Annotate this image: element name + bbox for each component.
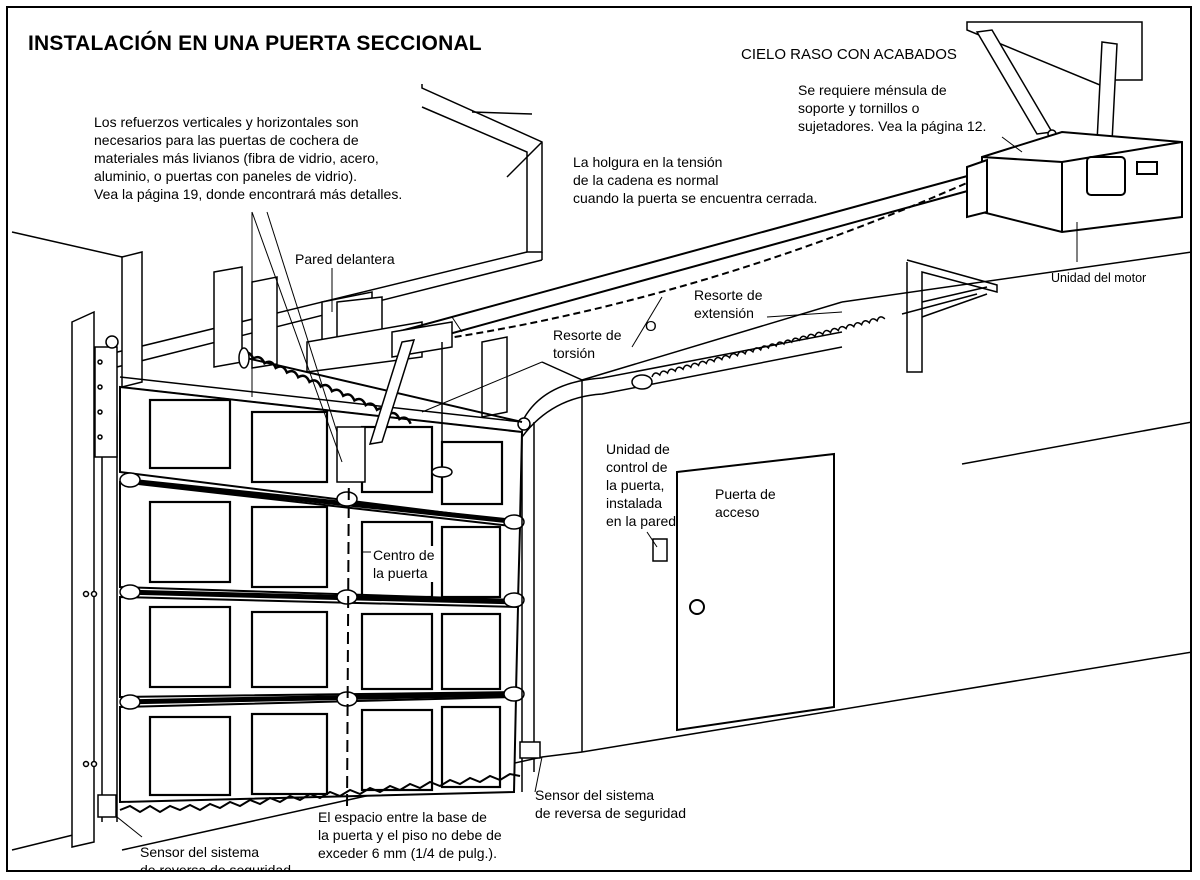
access-door-label: Puerta de acceso bbox=[715, 486, 776, 520]
diagram-title: INSTALACIÓN EN UNA PUERTA SECCIONAL bbox=[28, 32, 482, 55]
right-track bbox=[517, 331, 843, 792]
ceiling-label: CIELO RASO CON ACABADOS bbox=[741, 46, 957, 63]
reinforcement-note: Los refuerzos verticales y horizontales … bbox=[94, 114, 403, 202]
safety-sensors bbox=[97, 741, 541, 818]
left-track bbox=[94, 335, 119, 822]
left-jamb bbox=[71, 310, 98, 848]
sensor-left-label: Sensor del sistema de reversa de segurid… bbox=[140, 844, 291, 872]
door-struts bbox=[119, 477, 521, 705]
door-center-line bbox=[346, 451, 350, 813]
door-windows bbox=[148, 398, 504, 797]
or-label: O bbox=[645, 318, 657, 335]
garage-door-illustration bbox=[11, 21, 1190, 851]
room-walls bbox=[11, 231, 1190, 851]
opener-rail bbox=[391, 171, 988, 358]
bracket-note: Se requiere ménsula de soporte y tornill… bbox=[798, 82, 987, 134]
diagram-frame: INSTALACIÓN EN UNA PUERTA SECCIONAL CIEL… bbox=[6, 6, 1192, 872]
wall-control-unit bbox=[652, 538, 668, 562]
chain-slack-note: La holgura en la tensión de la cadena es… bbox=[573, 154, 818, 206]
sensor-right-label: Sensor del sistema de reversa de segurid… bbox=[535, 787, 686, 821]
access-door bbox=[676, 452, 835, 732]
door-bottom-seal bbox=[119, 772, 521, 814]
extension-spring-label: Resorte de extensión bbox=[694, 287, 763, 321]
gap-note: El espacio entre la base de la puerta y … bbox=[318, 809, 502, 861]
door-center-label: Centro de la puerta bbox=[371, 546, 437, 582]
motor-unit-label: Unidad del motor bbox=[1051, 271, 1147, 285]
overhead-bracket bbox=[96, 84, 543, 373]
track-hanger bbox=[906, 259, 998, 373]
torsion-spring-label: Resorte de torsión bbox=[551, 326, 624, 362]
wall-control-label: Unidad de control de la puerta, instalad… bbox=[606, 441, 677, 529]
door-arm bbox=[336, 339, 453, 483]
door-hinges bbox=[119, 472, 525, 710]
motor-ceiling-bracket bbox=[966, 21, 1143, 143]
front-wall-label: Pared delantera bbox=[293, 250, 397, 268]
motor-unit bbox=[966, 130, 1183, 234]
extension-spring bbox=[631, 293, 978, 390]
